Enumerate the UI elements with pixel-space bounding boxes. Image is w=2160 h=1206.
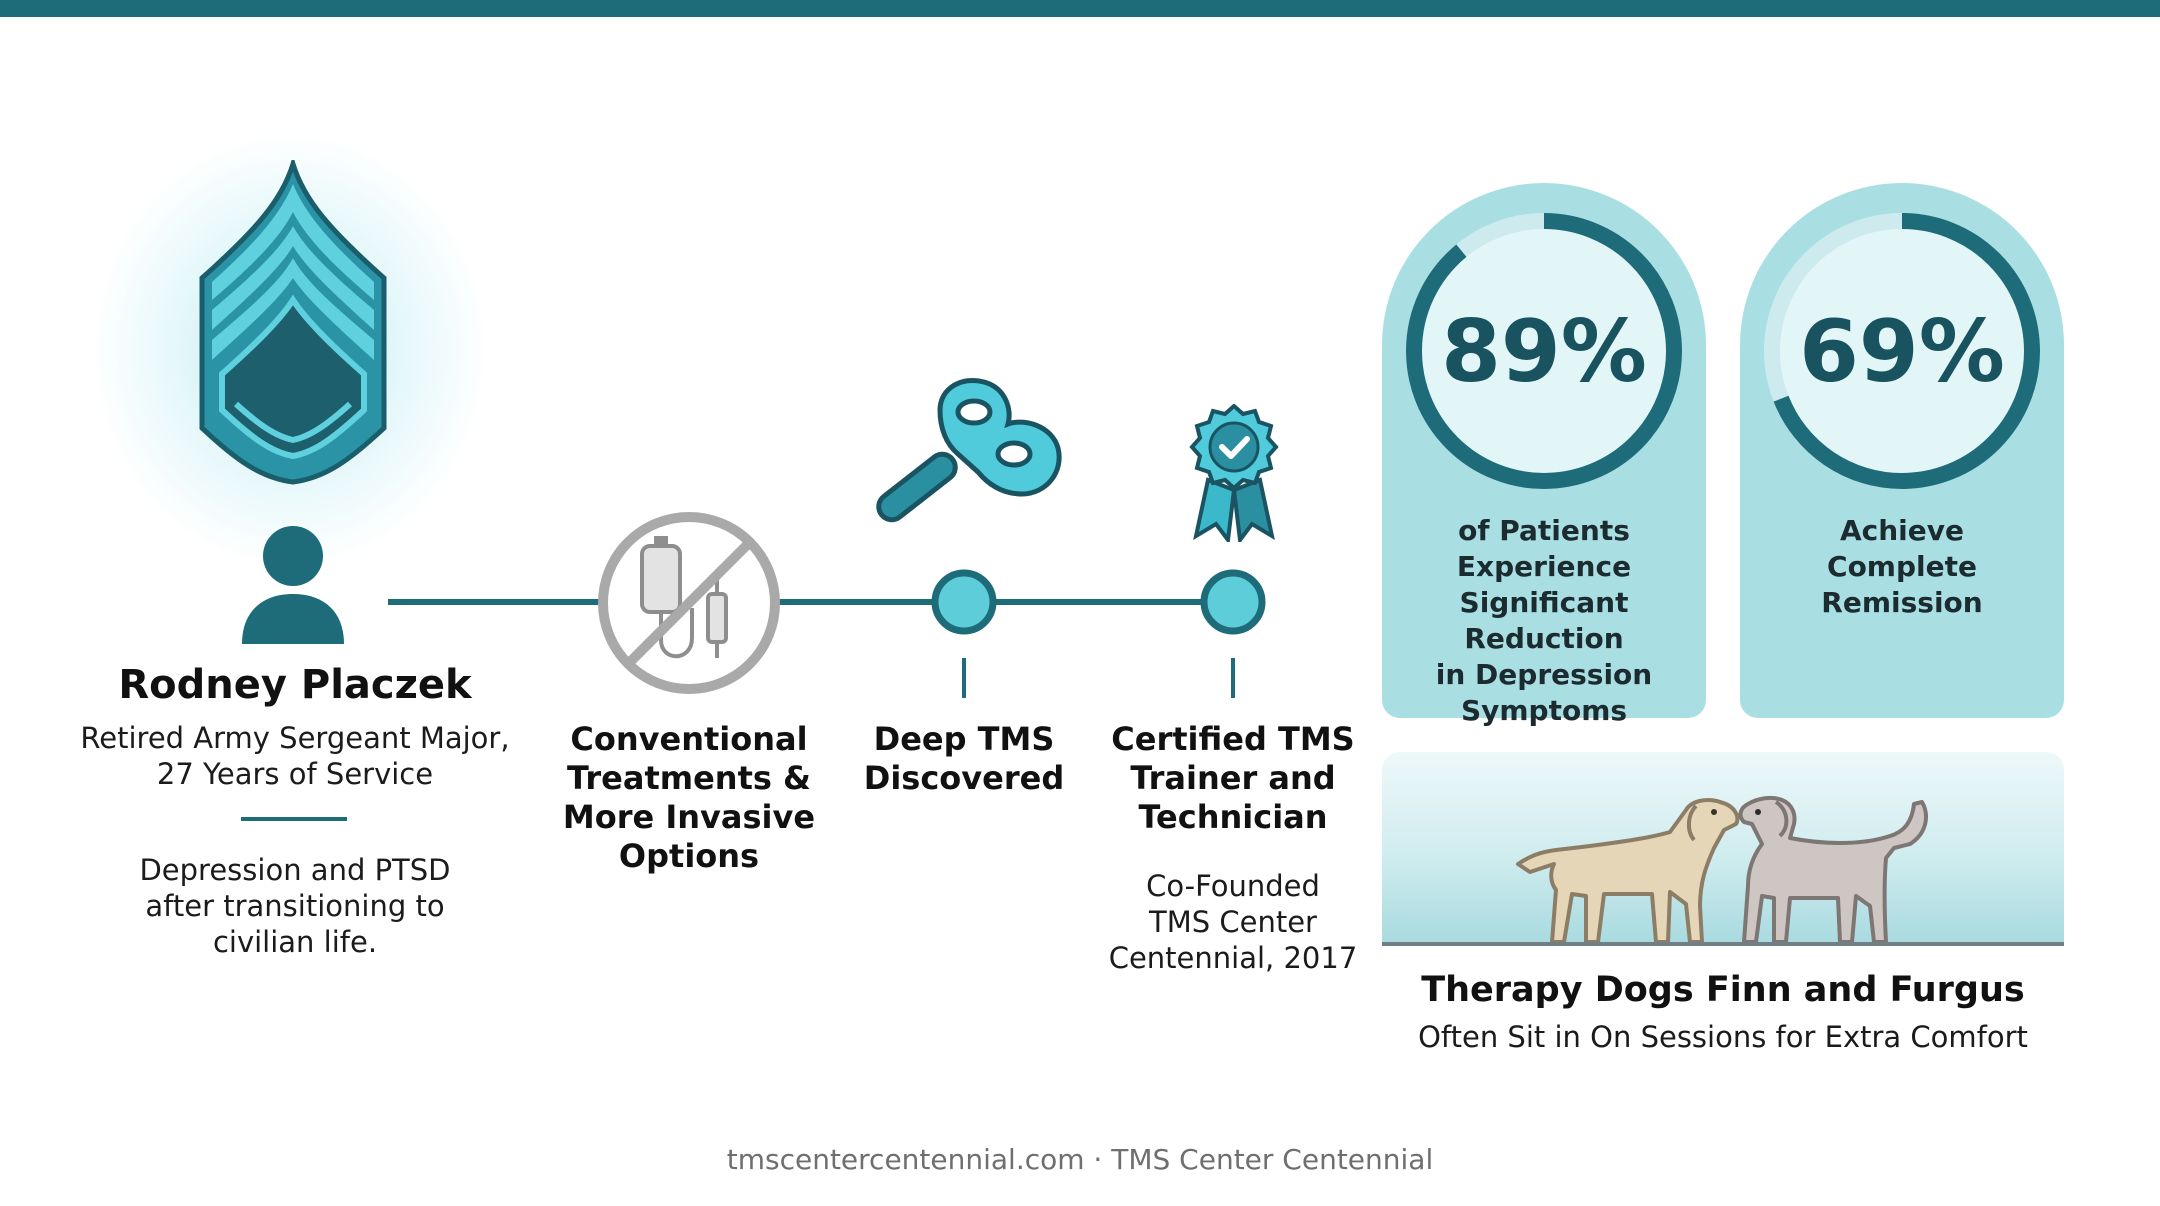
- stat-value-remission: 69%: [1799, 302, 2005, 402]
- therapy-dogs-title: Therapy Dogs Finn and Furgus: [1421, 970, 2025, 1010]
- top-accent-bar: [0, 0, 2160, 17]
- stat-desc-reduction: of Patients Experience Significant Reduc…: [1435, 514, 1653, 727]
- milestone-deep-tms-label: Deep TMS Discovered: [863, 720, 1065, 797]
- footer-text: tmscentercentennial.com · TMS Center Cen…: [726, 1143, 1434, 1176]
- award-ribbon-icon: [1189, 404, 1279, 542]
- timeline-connector: [388, 599, 1235, 698]
- stat-card-reduction: 89% of Patients Experience Significant R…: [1382, 183, 1706, 727]
- therapy-dogs-panel: [1382, 752, 2064, 944]
- therapy-dogs-illustration: [1516, 795, 1928, 944]
- dogs-floor-line: [1382, 942, 2064, 946]
- no-iv-drip-icon: [598, 512, 780, 694]
- progress-ring-remission: [1764, 213, 2040, 489]
- condition-line-2: after transitioning to: [145, 889, 445, 923]
- timeline-node-deep-tms: [931, 569, 997, 635]
- sergeant-major-chevron-icon: [199, 160, 387, 485]
- stat-desc-remission: Achieve Complete Remission: [1821, 514, 1983, 619]
- dog-furgus-icon: [1738, 795, 1928, 944]
- progress-ring-reduction: [1406, 213, 1682, 489]
- milestone-conventional-label: Conventional Treatments & More Invasive …: [562, 720, 816, 875]
- tms-coil-icon: [876, 378, 1062, 523]
- condition-line-3: civilian life.: [212, 925, 378, 959]
- condition-line-1: Depression and PTSD: [139, 853, 451, 887]
- role-line-2: 27 Years of Service: [156, 757, 434, 791]
- timeline-node-certified: [1200, 569, 1266, 635]
- dog-finn-icon: [1516, 798, 1740, 944]
- milestone-certified-label: Certified TMS Trainer and Technician: [1111, 720, 1355, 836]
- therapy-dogs-subtitle: Often Sit in On Sessions for Extra Comfo…: [1418, 1020, 2028, 1054]
- divider: [241, 817, 347, 821]
- person-icon: [242, 526, 344, 644]
- person-name: Rodney Placzek: [118, 662, 472, 708]
- stat-value-reduction: 89%: [1441, 302, 1647, 402]
- role-line-1: Retired Army Sergeant Major,: [80, 721, 510, 755]
- milestone-certified-note: Co-Founded TMS Center Centennial, 2017: [1108, 869, 1358, 975]
- stat-card-remission: 69% Achieve Complete Remission: [1740, 183, 2064, 718]
